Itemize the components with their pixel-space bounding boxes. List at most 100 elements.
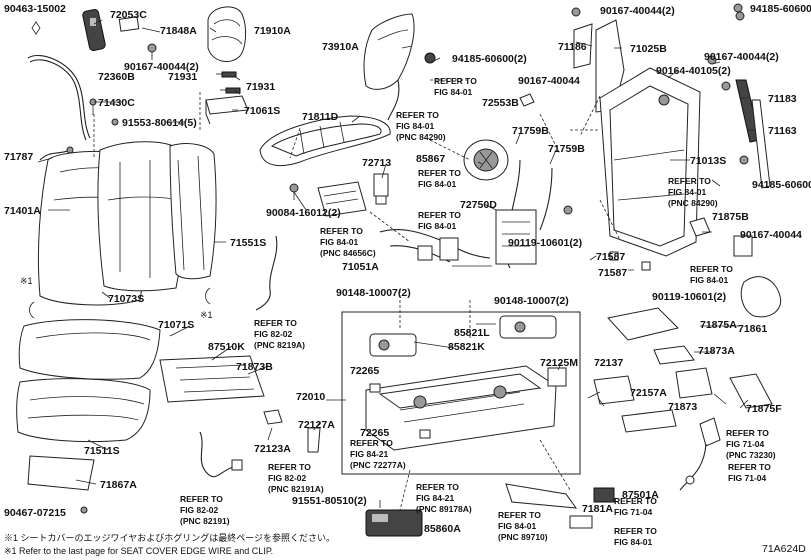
bracket-72123: [263, 409, 283, 425]
cover-71875f: [729, 373, 773, 409]
part-label: 71873B: [236, 361, 273, 373]
controller-module: [317, 181, 367, 217]
part-label: 71073S: [108, 293, 145, 305]
switch-base-7181a: [505, 483, 578, 509]
part-label: 71867A: [100, 479, 137, 491]
refer-label[interactable]: REFER TO FIG 84-01: [614, 526, 657, 547]
part-label: 71401A: [4, 205, 41, 217]
bolt-91553: [111, 118, 119, 126]
panel-71186: [573, 23, 593, 69]
screw-90167: [147, 43, 157, 60]
cushion-pad-71511s: [16, 378, 151, 443]
part-label: 7181A: [582, 503, 613, 515]
part-label: 71587: [598, 267, 628, 279]
part-label: 85821K: [448, 341, 485, 353]
part-label: 85860A: [424, 523, 461, 535]
part-label: 71071S: [158, 319, 195, 331]
part-label: 72265: [350, 365, 380, 377]
part-label: 87501A: [622, 489, 659, 501]
refer-label[interactable]: REFER TO FIG 84-01: [418, 210, 461, 231]
bolt-71931a: [216, 71, 237, 78]
part-label: 71931: [168, 71, 198, 83]
nut-94185: [424, 52, 436, 64]
part-label: 90463-15002: [4, 3, 66, 15]
refer-label[interactable]: REFER TO FIG 84-01: [434, 76, 477, 97]
pad-71867a: [27, 455, 95, 491]
part-label: 90167-40044: [518, 75, 580, 87]
refer-label[interactable]: REFER TO FIG 84-01 (PNC 84290): [396, 110, 446, 142]
footnote-en: ※1 Refer to the last page for SEAT COVER…: [4, 546, 274, 556]
part-label: 71163: [768, 125, 797, 137]
seatback-pad-71073s: [97, 141, 185, 292]
part-label: 72713: [362, 157, 392, 169]
part-label: 72137: [594, 357, 624, 369]
refer-label[interactable]: REFER TO FIG 84-01: [418, 168, 461, 189]
part-label: 90119-10601(2): [652, 291, 727, 303]
part-label: 94185-60600(2): [452, 53, 527, 65]
part-label: 72750D: [460, 199, 497, 211]
refer-label[interactable]: REFER TO FIG 84-01 (PNC 89710): [498, 510, 548, 542]
cover-71873: [675, 367, 713, 399]
refer-label[interactable]: REFER TO FIG 84-01 (PNC 84656C): [320, 226, 376, 258]
part-label: 85821L: [454, 327, 490, 339]
part-label: 85867: [416, 153, 446, 165]
clip-87501a: [593, 487, 615, 503]
part-label: 94185-60600(2): [752, 179, 811, 191]
part-label: 90167-40044(2): [124, 61, 199, 73]
clips-71587: [609, 251, 651, 271]
refer-label[interactable]: REFER TO FIG 82-02 (PNC 82191): [180, 494, 230, 526]
part-label: 90148-10007(2): [494, 295, 569, 307]
cushion-cover-71071s: [18, 319, 161, 380]
heater-87510k: [159, 355, 265, 403]
seatback-frame-71551s: [169, 143, 217, 280]
part-label: 71186: [558, 41, 587, 53]
motor-85821l: [499, 315, 557, 339]
part-label: 72010: [296, 391, 326, 403]
refer-label[interactable]: REFER TO FIG 84-21 (PNC 89178A): [416, 482, 472, 514]
part-label: 71013S: [690, 155, 727, 167]
diagram-id: 71A624D: [762, 543, 806, 555]
clip-71430c: [89, 98, 97, 115]
bolts-right: [563, 3, 749, 215]
part-label: 91553-80614(5): [122, 117, 197, 129]
refer-label[interactable]: REFER TO FIG 84-01 (PNC 84290): [668, 176, 718, 208]
part-label: 73910A: [322, 41, 359, 53]
refer-label[interactable]: REFER TO FIG 82-02 (PNC 82191A): [268, 462, 324, 494]
refer-label[interactable]: REFER TO FIG 82-02 (PNC 8219A): [254, 318, 306, 350]
bracket-71061s: [205, 95, 249, 125]
footnote-ja: ※1 シートカバーのエッジワイヤおよびホグリングは最終ページを参照ください。: [4, 533, 336, 543]
part-label: 90084-16012(2): [266, 207, 341, 219]
part-label: 72265: [360, 427, 390, 439]
headrest-71910a: [207, 6, 247, 63]
motor-85821k: [369, 333, 417, 357]
clip-90467: [80, 506, 88, 514]
part-label: 71875A: [700, 319, 737, 331]
part-label: 72127A: [298, 419, 335, 431]
cover-71873a: [653, 345, 695, 365]
pad-71848a: [118, 16, 140, 32]
mark-label: ※1: [200, 310, 213, 320]
wire-8219a: [255, 235, 278, 311]
connector-72713: [373, 173, 389, 205]
part-label: 90167-40044(2): [600, 5, 675, 17]
cover-71861: [740, 276, 782, 318]
refer-label[interactable]: REFER TO FIG 71-04: [614, 496, 657, 517]
seat-frame-71013s: [599, 67, 701, 257]
switch-85860a: [365, 509, 423, 537]
clip-72127a: [307, 427, 321, 453]
refer-label[interactable]: REFER TO FIG 84-21 (PNC 72277A): [350, 438, 406, 470]
part-label: 71511S: [84, 445, 120, 457]
marker-symbols: [29, 287, 211, 319]
refer-label[interactable]: REFER TO FIG 71-04: [728, 462, 771, 483]
part-label: 91551-80510(2): [292, 495, 367, 507]
part-label: 71931: [246, 81, 276, 93]
part-label: 71787: [4, 151, 34, 163]
part-label: 72553B: [482, 97, 519, 109]
adjuster-group-frame: [341, 311, 581, 475]
part-label: 72360B: [98, 71, 135, 83]
refer-label[interactable]: REFER TO FIG 84-01: [690, 264, 733, 285]
part-label: 90467-07215: [4, 507, 66, 519]
refer-label[interactable]: REFER TO FIG 71-04 (PNC 73230): [726, 428, 776, 460]
mark-label: ※1: [20, 276, 33, 286]
